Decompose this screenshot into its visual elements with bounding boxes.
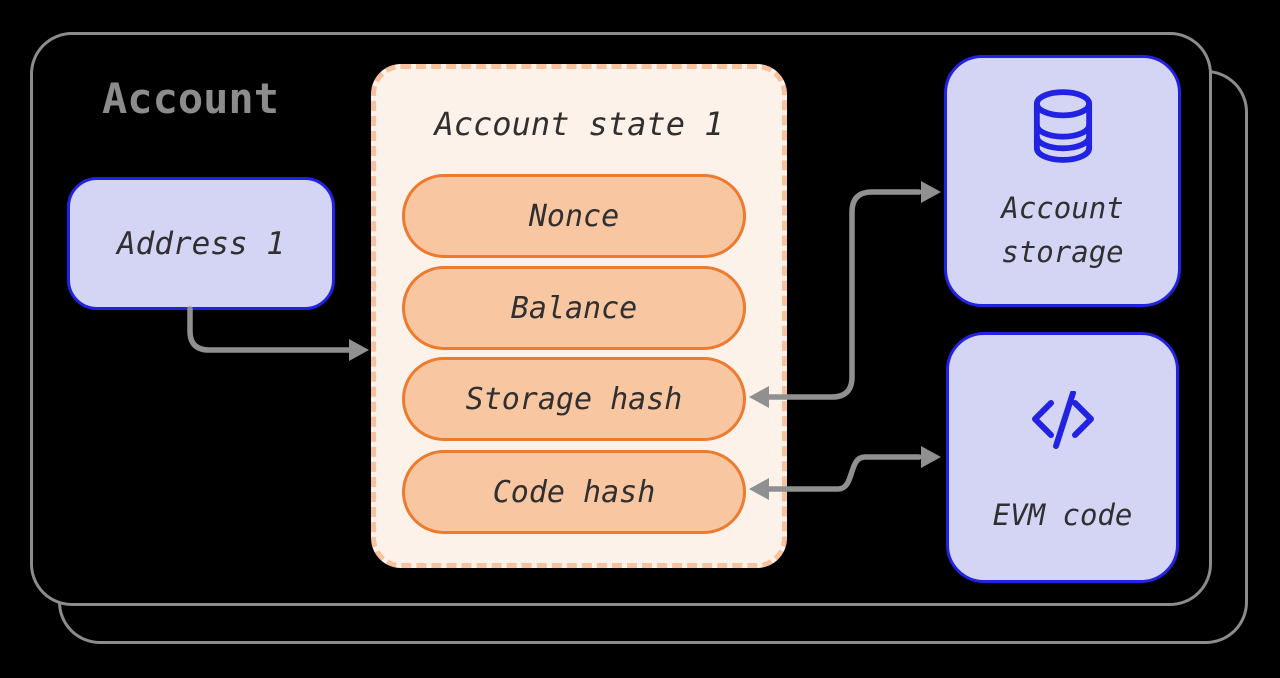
evm-code-box: EVM code — [946, 332, 1179, 583]
account-storage-label-line1: Account — [1001, 191, 1124, 225]
account-storage-label-line2: storage — [1001, 235, 1124, 269]
state-field-nonce: Nonce — [402, 174, 746, 258]
account-state-title: Account state 1 — [434, 105, 724, 143]
state-field-balance: Balance — [402, 266, 746, 350]
account-frame-title: Account — [102, 74, 280, 123]
account-storage-label: Account storage — [1001, 186, 1123, 274]
address-label: Address 1 — [117, 225, 285, 262]
evm-code-label: EVM code — [992, 498, 1133, 532]
account-storage-box: Account storage — [944, 55, 1181, 307]
state-field-label: Storage hash — [465, 381, 683, 417]
state-field-storage-hash: Storage hash — [402, 357, 746, 441]
address-box: Address 1 — [67, 177, 335, 310]
state-field-label: Nonce — [528, 198, 620, 234]
state-field-label: Code hash — [492, 474, 656, 510]
database-icon — [1032, 88, 1094, 164]
state-field-code-hash: Code hash — [402, 450, 746, 534]
code-icon — [1031, 391, 1095, 449]
state-field-label: Balance — [510, 290, 638, 326]
